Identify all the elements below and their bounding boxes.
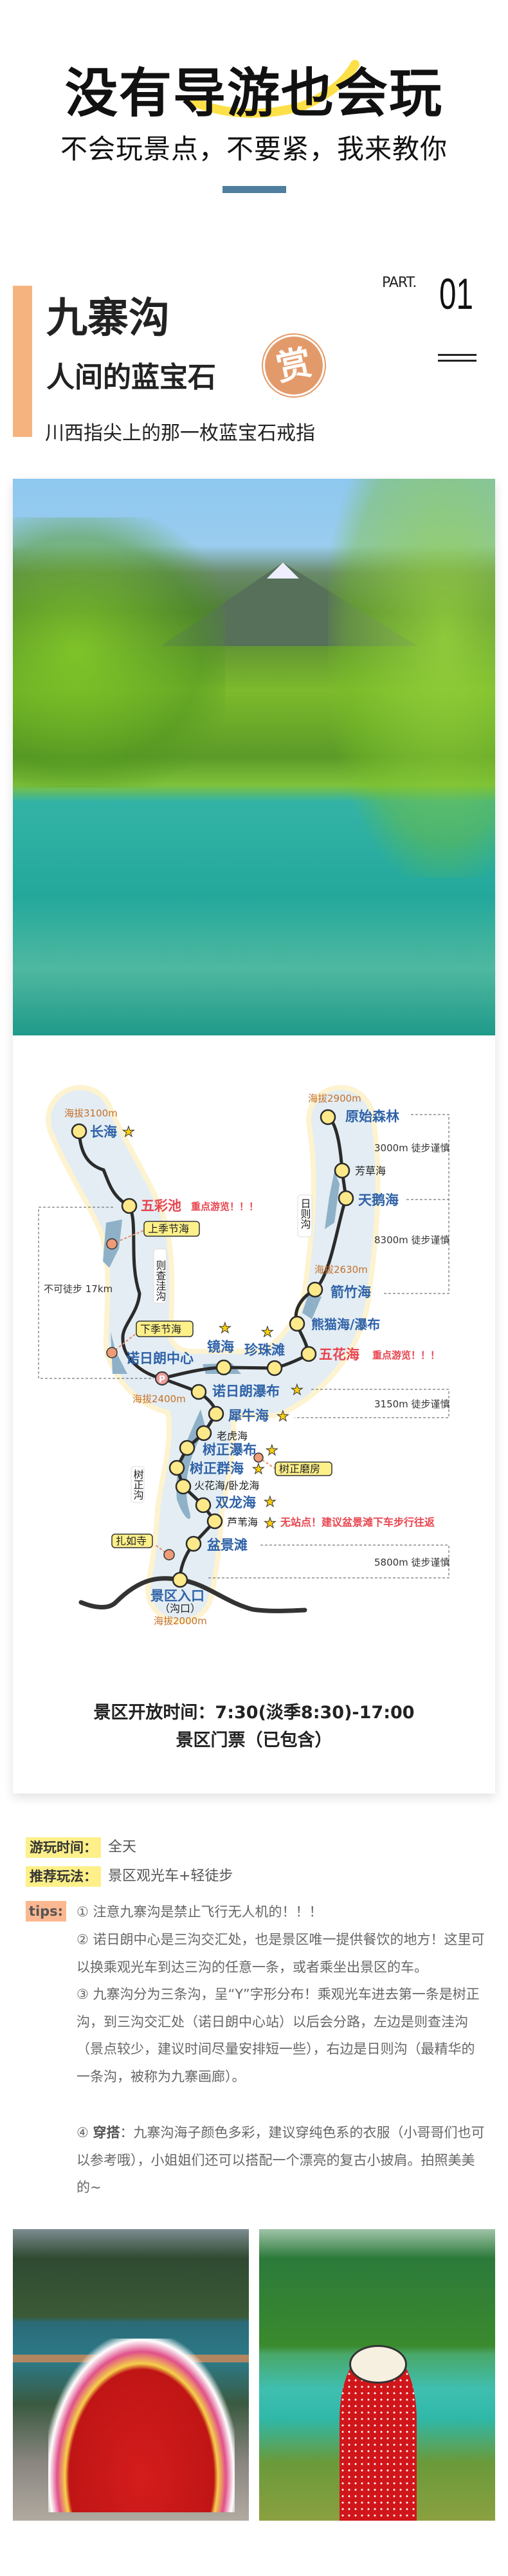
duration-label: 游玩时间： — [26, 1837, 101, 1858]
divider-bar — [222, 186, 286, 193]
section-title: 九寨沟 — [46, 295, 170, 342]
tip-item: ④ 穿搭：九寨沟海子颜色多彩，建议穿纯色系的衣服（小哥哥们也可以参考哦），小姐姐… — [77, 2119, 487, 2201]
page-subtitle: 不会玩景点，不要紧，我来教你 — [60, 133, 448, 165]
reward-badge-icon: 赏 — [257, 329, 331, 402]
opening-hours: 景区开放时间：7:30(淡季8:30)-17:00 — [93, 1703, 415, 1723]
tibetan-dress-photo — [13, 2229, 249, 2521]
tip-number: ④ — [77, 2125, 93, 2140]
tip-item: ③ 九寨沟分为三条沟，呈“Y”字形分布！乘观光车进去第一条是树正沟，到三沟交汇处… — [77, 1987, 480, 2084]
duration-value: 全天 — [108, 1839, 137, 1855]
section-description: 川西指尖上的那一枚蓝宝石戒指 — [45, 422, 315, 445]
method-label: 推荐玩法： — [26, 1866, 101, 1887]
part-number: 01 — [439, 270, 473, 319]
tips-label: tips: — [26, 1901, 66, 1922]
title-highlight-swoosh — [188, 60, 359, 118]
section-accent-bar — [13, 286, 32, 437]
red-dress-lake-photo — [259, 2229, 495, 2521]
opening-info: 景区开放时间：7:30(淡季8:30)-17:00 景区门票（已包含） — [0, 1699, 508, 1754]
divider-line — [438, 360, 476, 362]
method-value: 景区观光车+轻徒步 — [108, 1868, 233, 1884]
tip-item: ② 诺日朗中心是三沟交汇处，也是景区唯一提供餐饮的地方！这里可以换乘观光车到达三… — [77, 1932, 485, 1975]
section-subtitle: 人间的蓝宝石 — [46, 361, 216, 394]
page-title: 没有导游也会玩 — [64, 63, 443, 124]
ticket-info: 景区门票（已包含） — [176, 1730, 332, 1750]
jiuzhaigou-lake-photo — [13, 479, 495, 1035]
part-label: PART. — [382, 275, 417, 291]
tip-text: ：九寨沟海子颜色多彩，建议穿纯色系的衣服（小哥哥们也可以参考哦），小姐姐们还可以… — [77, 2125, 485, 2195]
divider-line — [438, 354, 476, 356]
tip-item: ① 注意九寨沟是禁止飞行无人机的！！！ — [77, 1904, 323, 1920]
tip-bold-label: 穿搭 — [93, 2125, 120, 2140]
